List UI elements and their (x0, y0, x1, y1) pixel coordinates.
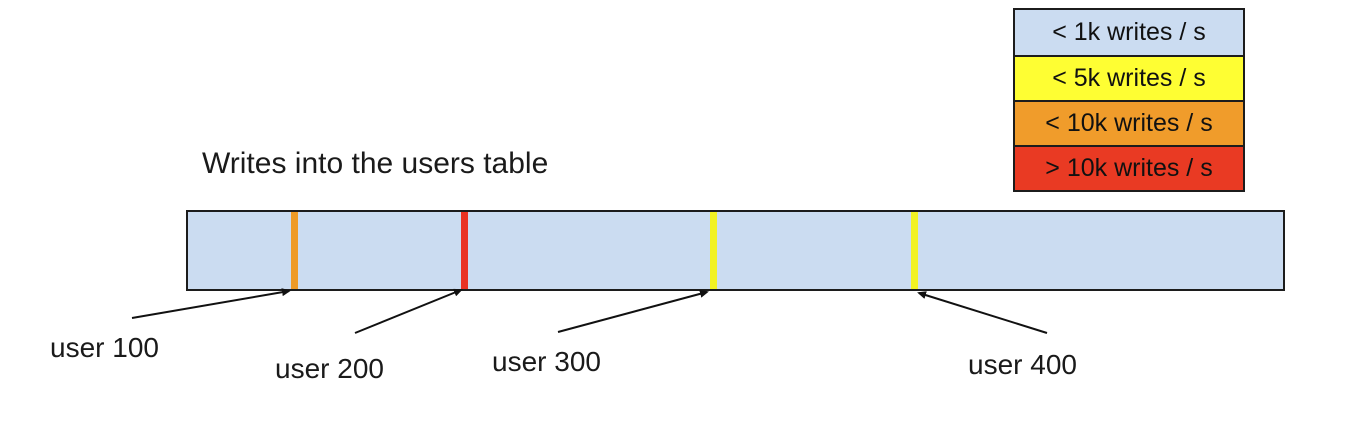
arrow-user-100 (131, 288, 291, 319)
legend-row-lt-1k: < 1k writes / s (1015, 10, 1243, 55)
arrow-user-400 (917, 291, 1048, 334)
write-rate-legend: < 1k writes / s < 5k writes / s < 10k writ… (1013, 8, 1245, 192)
legend-label-lt-10k: < 10k writes / s (1045, 109, 1213, 137)
legend-row-lt-10k: < 10k writes / s (1015, 100, 1243, 145)
label-user-100: user 100 (50, 332, 159, 363)
write-mark-user-200 (461, 212, 468, 289)
arrow-user-200 (354, 288, 463, 334)
users-table-bar (186, 210, 1285, 291)
diagram-title: Writes into the users table (202, 147, 549, 180)
label-user-400: user 400 (968, 349, 1077, 380)
legend-row-lt-5k: < 5k writes / s (1015, 55, 1243, 100)
legend-row-gt-10k: > 10k writes / s (1015, 145, 1243, 190)
arrow-user-300 (557, 289, 709, 333)
legend-label-lt-5k: < 5k writes / s (1052, 64, 1206, 92)
write-mark-user-400 (911, 212, 918, 289)
label-user-300: user 300 (492, 346, 601, 377)
write-mark-user-100 (291, 212, 298, 289)
legend-label-lt-1k: < 1k writes / s (1052, 18, 1206, 46)
write-mark-user-300 (710, 212, 717, 289)
legend-label-gt-10k: > 10k writes / s (1045, 154, 1213, 182)
label-user-200: user 200 (275, 353, 384, 384)
